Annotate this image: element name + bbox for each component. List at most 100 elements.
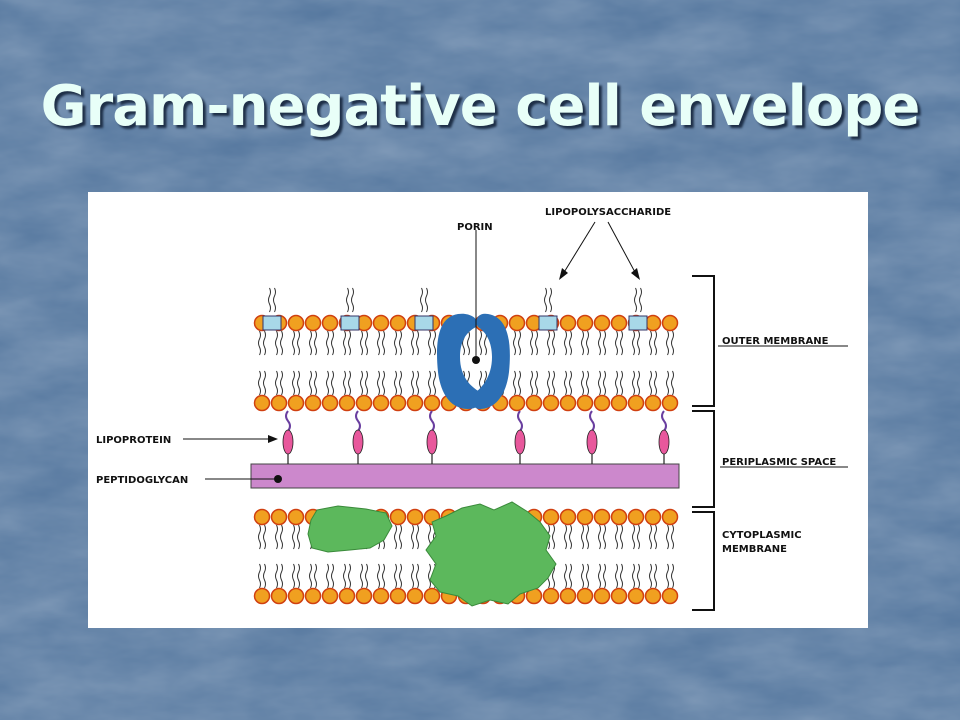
- lipid-head: [644, 587, 662, 605]
- lipid-tail: [259, 331, 266, 355]
- lipid-head: [355, 394, 373, 412]
- lipid-tail: [531, 331, 538, 355]
- lipid-head: [321, 587, 339, 605]
- lipid-head: [610, 587, 628, 605]
- lipid-tail: [514, 371, 521, 395]
- label-peptidoglycan: PEPTIDOGLYCAN: [96, 475, 188, 486]
- lipid-head: [508, 394, 526, 412]
- lipid-head: [287, 314, 305, 332]
- lipid-head: [661, 508, 679, 526]
- lipid-tail: [276, 331, 283, 355]
- porin-protein: [437, 313, 510, 409]
- lipoprotein-body: [352, 429, 364, 455]
- label-lipoprotein: LIPOPROTEIN: [96, 435, 171, 446]
- lipid-tail: [395, 525, 402, 549]
- lipid-tail: [327, 331, 334, 355]
- lipid-tail: [412, 331, 419, 355]
- slide-title: Gram-negative cell envelope: [40, 74, 921, 139]
- lipid-tail: [395, 371, 402, 395]
- lipid-head: [661, 314, 679, 332]
- lipoprotein-body: [658, 429, 670, 455]
- lipid-tail: [548, 331, 555, 355]
- lipid-head: [525, 394, 543, 412]
- lipid-head: [627, 508, 645, 526]
- lipid-tail: [650, 525, 657, 549]
- lps-core: [262, 315, 282, 331]
- lipid-head: [304, 314, 322, 332]
- pointer-arrowheads: [268, 268, 640, 443]
- lipid-tail: [378, 564, 385, 588]
- lipid-head: [559, 394, 577, 412]
- lps-sugar-chain: [421, 288, 428, 312]
- lps-core: [340, 315, 360, 331]
- lipid-tail: [582, 525, 589, 549]
- peptidoglycan-pointer-dot: [274, 475, 282, 483]
- lipopolysaccharide-molecules: [262, 288, 648, 331]
- lipid-tail: [599, 564, 606, 588]
- lipid-head: [576, 587, 594, 605]
- lipid-head: [627, 587, 645, 605]
- lipid-head: [661, 587, 679, 605]
- lipid-tail: [395, 564, 402, 588]
- pointer-lines: [183, 221, 848, 480]
- lipid-tail: [633, 371, 640, 395]
- lipid-head: [559, 314, 577, 332]
- lipid-head: [389, 314, 407, 332]
- lipid-tail: [259, 525, 266, 549]
- label-lipopolysaccharide: LIPOPOLYSACCHARIDE: [545, 207, 671, 218]
- lipoprotein-body: [586, 429, 598, 455]
- lipoproteins: [282, 410, 670, 464]
- lipid-tail: [412, 564, 419, 588]
- lipid-tail: [616, 564, 623, 588]
- lipid-head: [338, 587, 356, 605]
- lipid-head: [593, 587, 611, 605]
- lipid-head: [644, 508, 662, 526]
- lipid-tail: [327, 371, 334, 395]
- lipid-tail: [667, 525, 674, 549]
- lipid-tail: [293, 564, 300, 588]
- lipid-tail: [429, 371, 436, 395]
- lipid-head: [372, 587, 390, 605]
- lps-sugar-chain: [347, 288, 354, 312]
- lipid-head: [593, 508, 611, 526]
- lipid-head: [389, 587, 407, 605]
- lipid-tail: [412, 525, 419, 549]
- lipid-head: [287, 587, 305, 605]
- lipid-head: [593, 394, 611, 412]
- lipid-head: [576, 508, 594, 526]
- lipid-head: [406, 587, 424, 605]
- lipid-tail: [327, 564, 334, 588]
- lipid-tail: [344, 331, 351, 355]
- lipid-head: [372, 394, 390, 412]
- lipoprotein-body: [514, 429, 526, 455]
- lipid-head: [253, 508, 271, 526]
- lipid-tail: [599, 331, 606, 355]
- lipid-head: [270, 394, 288, 412]
- lipid-tail: [582, 371, 589, 395]
- lipid-head: [389, 394, 407, 412]
- lipid-tail: [259, 371, 266, 395]
- lipid-head: [610, 508, 628, 526]
- lipid-tail: [565, 564, 572, 588]
- lipid-tail: [310, 371, 317, 395]
- lipid-tail: [565, 331, 572, 355]
- lipid-head: [610, 314, 628, 332]
- lipoprotein-anchor: [661, 410, 667, 432]
- lipid-head: [389, 508, 407, 526]
- lipid-tail: [361, 331, 368, 355]
- lipid-tail: [667, 371, 674, 395]
- label-cytoplasmic-membrane-line2: MEMBRANE: [722, 544, 787, 555]
- lipid-head: [355, 587, 373, 605]
- lipid-tail: [667, 331, 674, 355]
- label-outer-membrane: OUTER MEMBRANE: [722, 336, 829, 347]
- lipid-tail: [293, 525, 300, 549]
- lipoprotein-anchor: [429, 410, 435, 432]
- lipid-tail: [378, 371, 385, 395]
- lipid-tail: [378, 331, 385, 355]
- lipid-head: [253, 394, 271, 412]
- peptidoglycan-layer: [250, 463, 680, 489]
- lipid-tail: [582, 564, 589, 588]
- label-cytoplasmic-membrane-line1: CYTOPLASMIC: [722, 530, 802, 541]
- lipid-head: [542, 508, 560, 526]
- lipid-tail: [361, 371, 368, 395]
